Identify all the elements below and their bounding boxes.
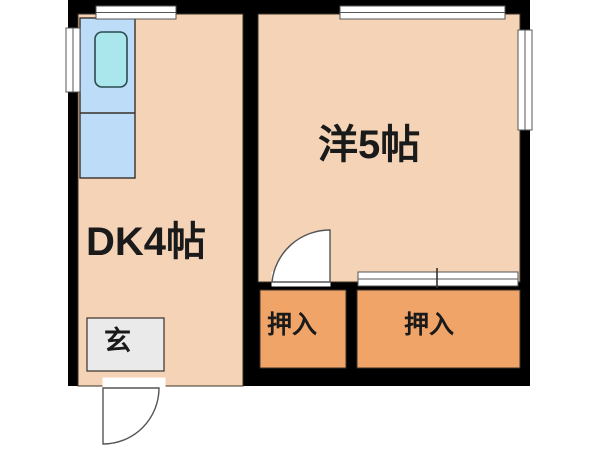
room-label-closet-left: 押入 [267, 311, 318, 339]
closet-right-floor [356, 289, 521, 369]
closet-areas [259, 289, 521, 369]
entrance-door [102, 377, 166, 445]
closet-sliding-door [357, 268, 519, 288]
window-right-wall [517, 29, 533, 131]
genkan-area [86, 317, 165, 372]
window-left-wall [65, 27, 81, 93]
window-top-left [95, 5, 177, 20]
bathtub-icon [94, 31, 128, 88]
windows [65, 5, 533, 131]
washitsu-door-swing-arc [271, 229, 331, 283]
room-label-closet-right: 押入 [404, 311, 455, 339]
kitchen-bath-block [79, 17, 136, 179]
window-top-right [339, 5, 506, 20]
doors [102, 229, 519, 445]
entrance-door-swing-arc [102, 387, 160, 445]
genkan-tile [86, 317, 165, 372]
room-label-genkan: 玄 [104, 326, 131, 356]
closet-left-floor [259, 289, 347, 369]
room-label-washitsu: 洋5帖 [318, 123, 421, 167]
room-label-dk: DK4帖 [86, 220, 207, 264]
washitsu-door [271, 229, 331, 287]
